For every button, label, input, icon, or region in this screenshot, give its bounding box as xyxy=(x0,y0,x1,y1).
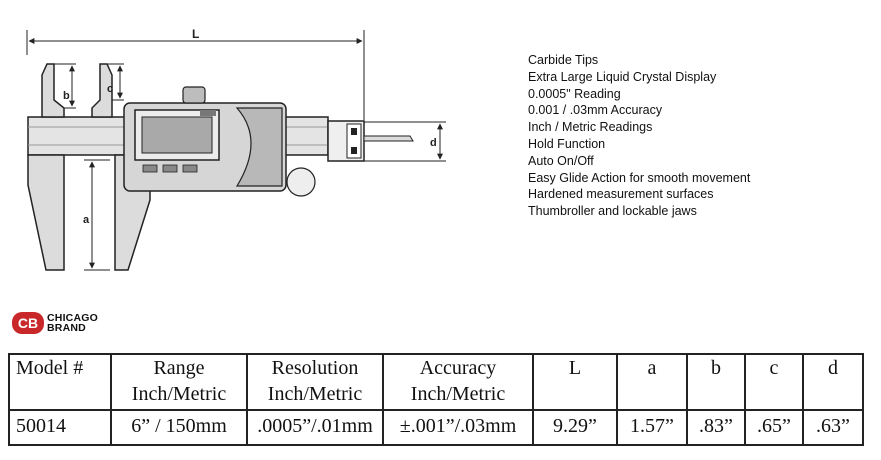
header-L: L xyxy=(532,353,618,411)
feature-item: 0.0005" Reading xyxy=(528,86,621,101)
spec-header-row: Model # Range Inch/Metric Resolution Inc… xyxy=(8,353,864,411)
cell-model: 50014 xyxy=(8,409,112,446)
label-L: L xyxy=(192,27,199,41)
svg-text:CB: CB xyxy=(18,315,38,331)
header-b: b xyxy=(686,353,746,411)
dimension-a: a xyxy=(83,159,110,271)
feature-item: Carbide Tips xyxy=(528,53,599,67)
cell-d: .63” xyxy=(802,409,864,446)
feature-item: Inch / Metric Readings xyxy=(528,120,653,135)
feature-item: Extra Large Liquid Crystal Display xyxy=(528,69,717,84)
cell-a: 1.57” xyxy=(616,409,688,446)
upper-jaws xyxy=(41,63,113,118)
table-row: 50014 6” / 150mm .0005”/.01mm ±.001”/.03… xyxy=(8,409,864,446)
chicago-brand-logo: CB CHICAGO BRAND xyxy=(12,311,98,335)
header-model: Model # xyxy=(8,353,112,411)
header-resolution: Resolution Inch/Metric xyxy=(246,353,384,411)
logo-line2: BRAND xyxy=(47,322,86,334)
feature-list: Carbide Tips Extra Large Liquid Crystal … xyxy=(528,52,750,220)
caliper-diagram: L xyxy=(26,27,446,271)
cell-L: 9.29” xyxy=(532,409,618,446)
depth-rod xyxy=(327,120,414,162)
header-c: c xyxy=(744,353,804,411)
feature-item: Hold Function xyxy=(528,136,606,151)
header-d: d xyxy=(802,353,864,411)
feature-item: Hardened measurement surfaces xyxy=(528,187,714,202)
dimension-b: b xyxy=(54,63,76,109)
cell-resolution: .0005”/.01mm xyxy=(246,409,384,446)
logo-line1: CHICAGO xyxy=(47,312,98,324)
cell-accuracy: ±.001”/.03mm xyxy=(382,409,534,446)
label-d: d xyxy=(430,137,437,149)
dimension-c: c xyxy=(107,63,124,101)
label-b: b xyxy=(63,90,70,102)
header-a: a xyxy=(616,353,688,411)
spec-table: Model # Range Inch/Metric Resolution Inc… xyxy=(8,353,864,446)
feature-item: Thumbroller and lockable jaws xyxy=(528,204,697,219)
header-accuracy: Accuracy Inch/Metric xyxy=(382,353,534,411)
logo-mark: CB xyxy=(12,312,44,334)
cell-c: .65” xyxy=(744,409,804,446)
slider-body xyxy=(123,86,316,197)
header-range: Range Inch/Metric xyxy=(110,353,248,411)
label-c: c xyxy=(107,83,113,95)
feature-item: Auto On/Off xyxy=(528,153,594,168)
dimension-L: L xyxy=(26,27,365,120)
logo-text: CHICAGO BRAND xyxy=(47,312,98,334)
dimension-d: d xyxy=(364,121,446,162)
cell-range: 6” / 150mm xyxy=(110,409,248,446)
label-a: a xyxy=(83,214,90,226)
feature-item: Easy Glide Action for smooth movement xyxy=(528,170,751,185)
cell-b: .83” xyxy=(686,409,746,446)
feature-item: 0.001 / .03mm Accuracy xyxy=(528,103,663,118)
